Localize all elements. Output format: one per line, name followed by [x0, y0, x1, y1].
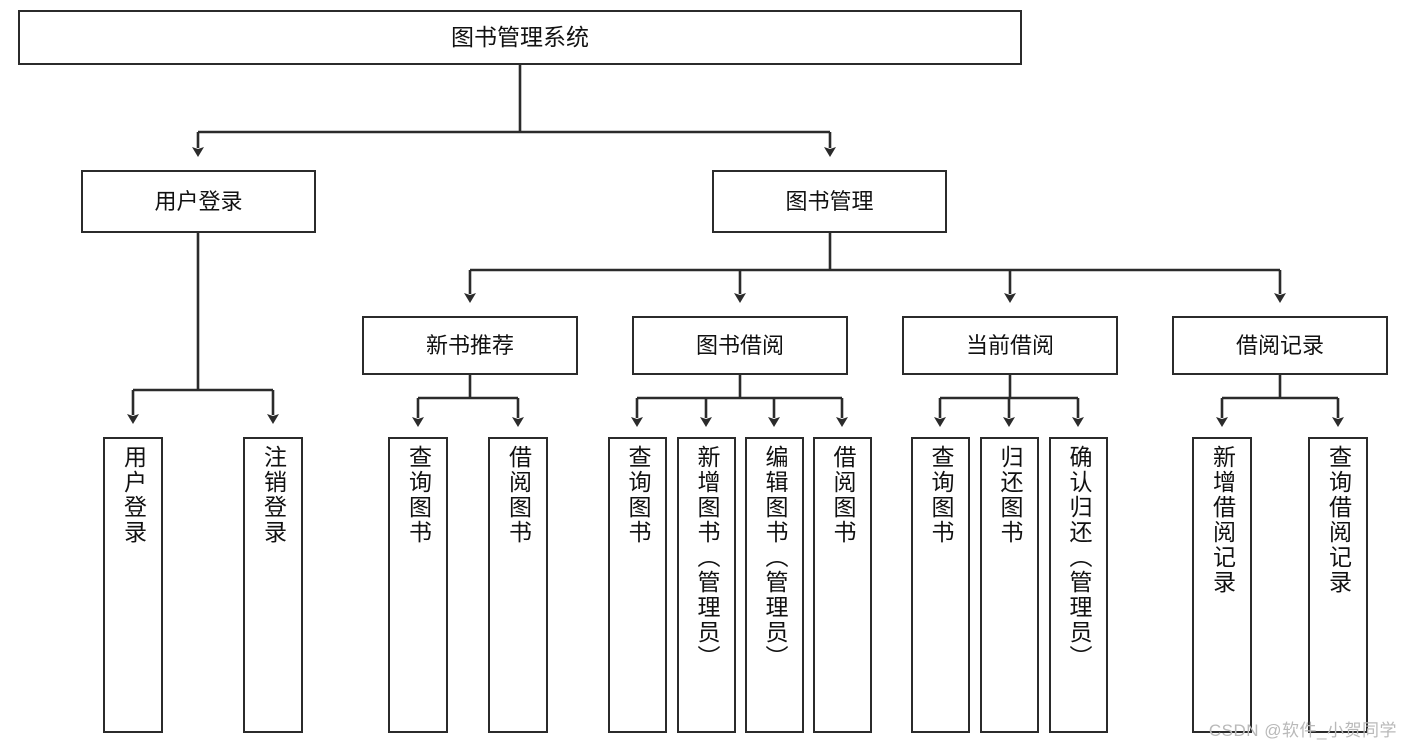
node-book-borrow-label: 图书借阅 — [695, 332, 784, 358]
node-leaf-edit-book-label: 编辑图书（管理员） — [762, 445, 788, 670]
node-leaf-user-login-label: 用户登录 — [120, 445, 147, 545]
node-borrow-record[interactable]: 借阅记录 — [1172, 316, 1388, 375]
node-current-borrow[interactable]: 当前借阅 — [902, 316, 1118, 375]
node-leaf-logout-label: 注销登录 — [260, 445, 287, 545]
node-leaf-query-book-1-label: 查询图书 — [405, 445, 432, 545]
node-leaf-logout[interactable]: 注销登录 — [243, 437, 303, 733]
node-book-borrow[interactable]: 图书借阅 — [632, 316, 848, 375]
node-leaf-add-record[interactable]: 新增借阅记录 — [1192, 437, 1252, 733]
node-leaf-user-login[interactable]: 用户登录 — [103, 437, 163, 733]
node-leaf-borrow-book-2-label: 借阅图书 — [830, 445, 856, 545]
node-leaf-confirm-return[interactable]: 确认归还（管理员） — [1049, 437, 1108, 733]
node-user-login-label: 用户登录 — [154, 188, 243, 214]
node-root-label: 图书管理系统 — [451, 24, 589, 51]
node-leaf-borrow-book-2[interactable]: 借阅图书 — [813, 437, 872, 733]
node-leaf-query-book-3[interactable]: 查询图书 — [911, 437, 970, 733]
node-leaf-query-record[interactable]: 查询借阅记录 — [1308, 437, 1368, 733]
node-borrow-record-label: 借阅记录 — [1235, 332, 1324, 358]
node-leaf-add-record-label: 新增借阅记录 — [1209, 445, 1236, 595]
node-leaf-query-book-2[interactable]: 查询图书 — [608, 437, 667, 733]
node-leaf-return-book-label: 归还图书 — [997, 445, 1023, 545]
node-root[interactable]: 图书管理系统 — [18, 10, 1022, 65]
node-current-borrow-label: 当前借阅 — [965, 332, 1054, 358]
node-book-manage[interactable]: 图书管理 — [712, 170, 947, 233]
node-leaf-borrow-book-1-label: 借阅图书 — [505, 445, 532, 545]
node-leaf-query-book-1[interactable]: 查询图书 — [388, 437, 448, 733]
node-leaf-add-book[interactable]: 新增图书（管理员） — [677, 437, 736, 733]
node-new-book-recommend-label: 新书推荐 — [425, 332, 514, 358]
node-leaf-query-book-3-label: 查询图书 — [928, 445, 954, 545]
node-leaf-confirm-return-label: 确认归还（管理员） — [1066, 445, 1092, 670]
node-new-book-recommend[interactable]: 新书推荐 — [362, 316, 578, 375]
node-leaf-add-book-label: 新增图书（管理员） — [694, 445, 720, 670]
node-leaf-edit-book[interactable]: 编辑图书（管理员） — [745, 437, 804, 733]
node-leaf-borrow-book-1[interactable]: 借阅图书 — [488, 437, 548, 733]
node-leaf-return-book[interactable]: 归还图书 — [980, 437, 1039, 733]
node-book-manage-label: 图书管理 — [785, 188, 874, 214]
node-leaf-query-record-label: 查询借阅记录 — [1325, 445, 1352, 595]
node-leaf-query-book-2-label: 查询图书 — [625, 445, 651, 545]
node-user-login[interactable]: 用户登录 — [81, 170, 316, 233]
